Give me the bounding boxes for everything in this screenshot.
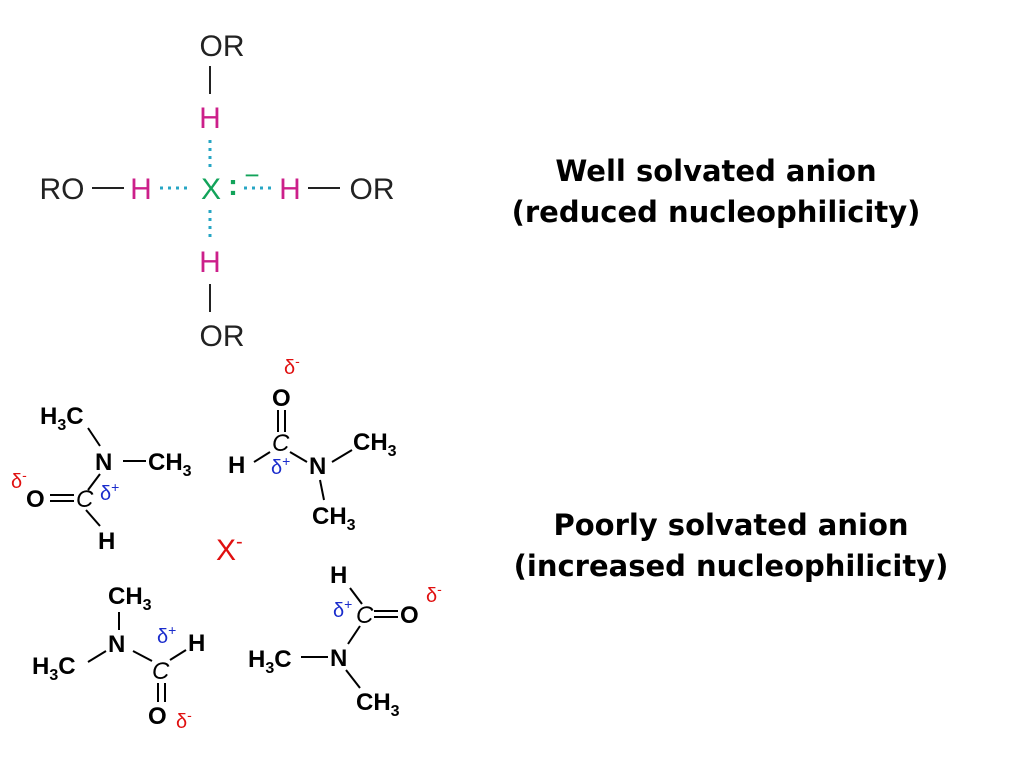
- anion-charge: −: [244, 160, 259, 190]
- dmf4-c: C: [356, 602, 374, 629]
- dmf1-o: O: [26, 486, 45, 513]
- dmf2-bond-c-h: [253, 451, 271, 463]
- dmf3-c: C: [152, 658, 170, 685]
- dmf4-ch3-down: CH3: [356, 689, 400, 720]
- dmf1-bond-c-h: [85, 509, 101, 527]
- dmf3-ch3-top: CH3: [108, 583, 152, 614]
- dmf4-delta-plus: δ+: [333, 596, 352, 622]
- h-bottom: H: [199, 246, 221, 279]
- dmf3-h: H: [188, 630, 205, 657]
- dmf3-delta-minus: δ-: [176, 707, 192, 733]
- dmf3-h3c: H3C: [32, 653, 76, 684]
- dmf4-n: N: [330, 645, 347, 672]
- dmf1-n: N: [95, 449, 112, 476]
- dmf1-h3c: H3C: [40, 403, 84, 434]
- dmf2-n: N: [309, 453, 326, 480]
- dmf-molecule-3: CH3 N H3C C δ+ H O δ-: [32, 583, 205, 733]
- dmf2-delta-minus: δ-: [284, 353, 300, 379]
- dmf4-delta-minus: δ-: [426, 581, 442, 607]
- h-left: H: [130, 173, 152, 206]
- dmf1-h: H: [98, 528, 115, 555]
- dmf2-bond-n-ch3-up: [331, 449, 353, 463]
- dmf4-bond-h-c: [349, 587, 363, 605]
- caption-poorly-line2: (increased nucleophilicity): [514, 549, 949, 583]
- or-bottom: OR: [200, 320, 245, 353]
- dmf3-bond-n-ch3: [87, 650, 107, 663]
- dmf2-c: C: [272, 430, 290, 457]
- dmf1-delta-plus: δ+: [100, 479, 119, 505]
- h-right: H: [279, 173, 301, 206]
- dmf1-c: C: [76, 486, 94, 513]
- well-solvated-structure: OR H RO H X : − H OR H OR: [40, 30, 395, 353]
- dmf4-o: O: [400, 602, 419, 629]
- dmf3-delta-plus: δ+: [157, 622, 176, 648]
- dmf2-delta-plus: δ+: [271, 453, 290, 479]
- or-top: OR: [200, 30, 245, 63]
- dmf3-bond-c-h: [169, 649, 187, 661]
- dmf4-bond-c-n: [347, 625, 361, 645]
- dmf2-ch3-up: CH3: [353, 429, 397, 460]
- anion-symbol: X: [201, 173, 221, 206]
- dmf3-n: N: [108, 631, 125, 658]
- caption-well-line1: Well solvated anion: [555, 154, 876, 188]
- center-anion: X-: [216, 531, 243, 567]
- anion-lone-pair: :: [228, 169, 238, 202]
- dmf3-o: O: [148, 703, 167, 730]
- dmf2-ch3-down: CH3: [312, 503, 356, 534]
- dmf4-h: H: [330, 562, 347, 589]
- dmf1-ch3-right: CH3: [148, 449, 192, 480]
- h-top: H: [199, 102, 221, 135]
- caption-poorly-line1: Poorly solvated anion: [553, 508, 908, 542]
- dmf2-bond-c-n: [289, 451, 308, 463]
- caption-well-line2: (reduced nucleophilicity): [512, 195, 921, 229]
- dmf-molecule-4: H δ+ C O δ- N H3C CH3: [248, 562, 442, 720]
- dmf3-bond-n-c: [132, 650, 153, 662]
- ro-left: RO: [40, 173, 85, 206]
- dmf-molecule-2: δ- O C H δ+ N CH3 CH3: [228, 353, 397, 534]
- dmf2-bond-n-ch3-down: [319, 479, 325, 501]
- or-right: OR: [350, 173, 395, 206]
- dmf4-h3c: H3C: [248, 646, 292, 677]
- dmf1-bond-n-c: [87, 473, 101, 491]
- dmf1-bond-ch3-n: [87, 427, 101, 447]
- dmf2-o: O: [272, 385, 291, 412]
- dmf-molecule-1: H3C N CH3 C O δ- δ+ H: [11, 403, 192, 555]
- dmf4-bond-n-ch3-down: [345, 669, 361, 689]
- dmf1-delta-minus: δ-: [11, 467, 27, 493]
- dmf2-h: H: [228, 452, 245, 479]
- poorly-solvated-structure: H3C N CH3 C O δ- δ+ H δ- O C H δ+ N: [11, 353, 442, 733]
